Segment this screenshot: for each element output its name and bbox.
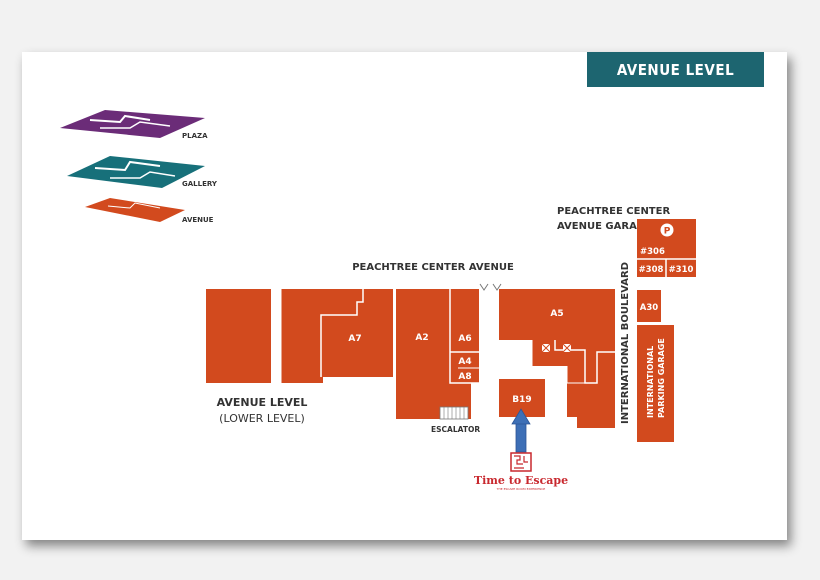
mini-level-label-plaza: PLAZA	[182, 132, 208, 140]
level-caption-sub: (LOWER LEVEL)	[219, 412, 305, 425]
mini-level-avenue[interactable]: AVENUE	[85, 198, 214, 224]
unit-label-306: #306	[640, 247, 665, 257]
destination-name: Time to Escape	[474, 474, 568, 487]
garage-title-line1: PEACHTREE CENTER	[557, 206, 670, 217]
elevator-icon	[562, 343, 572, 353]
gallery-mini-map	[67, 156, 205, 188]
unit-label-a4: A4	[458, 357, 471, 367]
garage-title-line2: AVENUE GARAGE	[557, 221, 652, 232]
entrance-marker	[492, 283, 502, 291]
international-parking-garage[interactable]: INTERNATIONAL PARKING GARAGE	[637, 325, 674, 442]
unit-label-310: #310	[669, 265, 694, 275]
unit-a5[interactable]: A5	[499, 289, 615, 428]
avenue-mini-map	[85, 198, 185, 222]
destination-tagline: THE ESCAPE ROOM EXPERIENCE	[496, 487, 546, 491]
parking-garage-label-line1: INTERNATIONAL	[646, 346, 655, 418]
location-arrow	[511, 408, 531, 453]
parking-symbol: P	[664, 227, 671, 237]
parking-icon	[660, 223, 674, 237]
parking-garage-label-line2: PARKING GARAGE	[657, 338, 666, 418]
unit-a2[interactable]: A2 A6 A4 A8	[396, 289, 479, 419]
unit-label-308: #308	[639, 265, 664, 275]
unit-label-a5: A5	[550, 309, 563, 319]
street-label-peachtree: PEACHTREE CENTER AVENUE	[352, 262, 514, 273]
entrance-marker	[479, 283, 489, 291]
street-label-international: INTERNATIONAL BOULEVARD	[620, 262, 631, 424]
maze-icon	[510, 452, 532, 472]
level-caption: AVENUE LEVEL	[217, 396, 308, 409]
unit-b19[interactable]: B19	[499, 379, 545, 417]
unit-label-a30: A30	[640, 303, 658, 313]
unit-a30[interactable]: A30	[637, 290, 661, 322]
garage-units[interactable]: P #306 #308 #310	[637, 219, 696, 277]
level-title-banner: AVENUE LEVEL	[587, 52, 764, 87]
escalator-label: ESCALATOR	[431, 425, 480, 434]
escalator: ESCALATOR	[431, 406, 480, 434]
unit-label-b19: B19	[512, 395, 531, 405]
unit-label-a6: A6	[458, 334, 471, 344]
unit-label-a2: A2	[415, 333, 428, 343]
store-block-west[interactable]	[206, 289, 271, 383]
mini-level-label-avenue: AVENUE	[182, 216, 214, 224]
unit-label-a7: A7	[348, 334, 361, 344]
plaza-mini-map	[60, 110, 205, 138]
mini-level-plaza[interactable]: PLAZA	[60, 110, 208, 140]
time-to-escape-logo[interactable]: Time to Escape THE ESCAPE ROOM EXPERIENC…	[474, 452, 568, 491]
mini-level-label-gallery: GALLERY	[182, 180, 218, 188]
unit-a7[interactable]: A7	[280, 289, 393, 383]
unit-label-a8: A8	[458, 372, 471, 382]
mini-level-gallery[interactable]: GALLERY	[67, 156, 218, 188]
elevator-icon	[541, 343, 551, 353]
